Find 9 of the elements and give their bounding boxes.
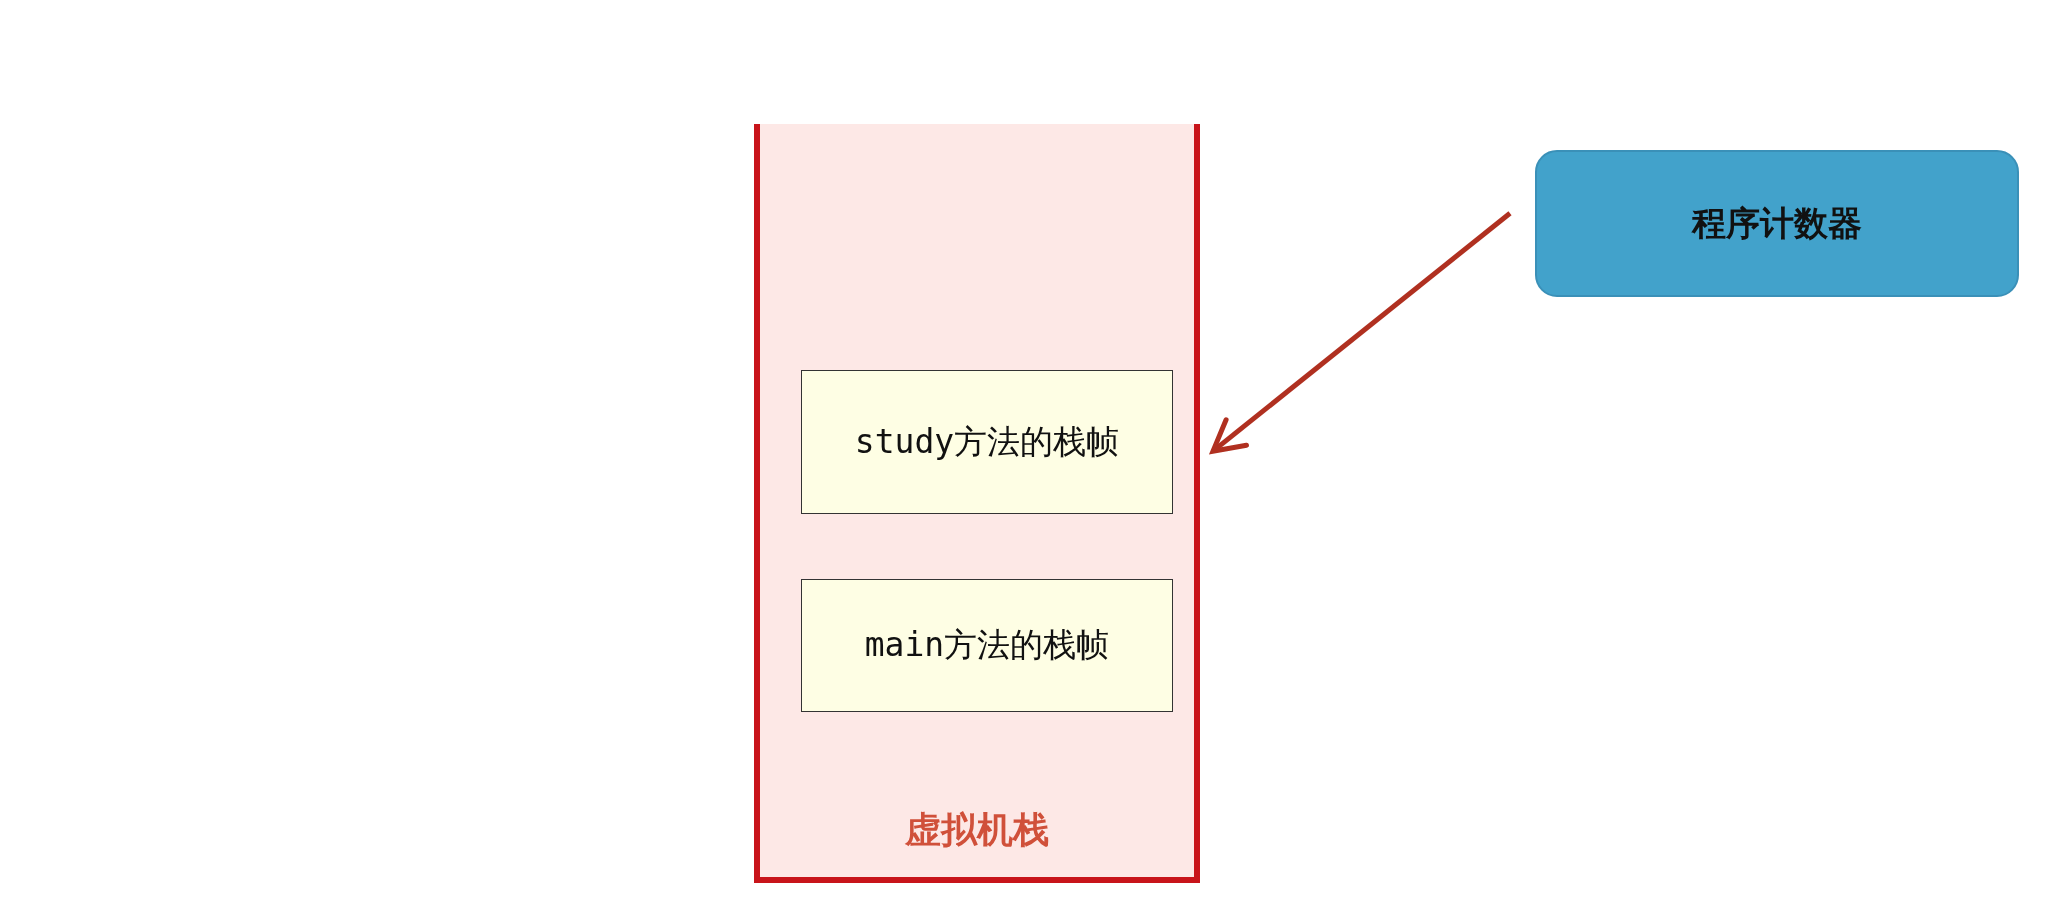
- process-box: [1535, 150, 2019, 297]
- node-label: main方法的栈帧: [864, 624, 1110, 666]
- stack-container: [754, 124, 1200, 883]
- stack-frame-box: [801, 370, 1173, 514]
- node-label: 程序计数器: [1692, 201, 1862, 245]
- container-label: 虚拟机栈: [905, 808, 1049, 852]
- arrow: [1208, 211, 1512, 455]
- stack-frame-box: [801, 579, 1173, 712]
- node-label: study方法的栈帧: [854, 420, 1120, 463]
